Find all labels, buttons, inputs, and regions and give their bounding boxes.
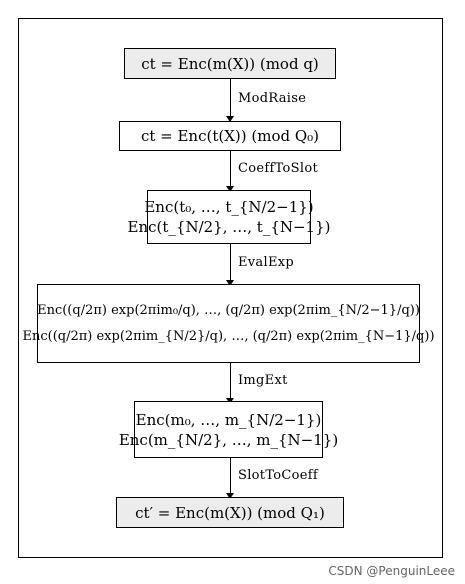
box-ciphertext-mod-q: ct = Enc(m(X)) (mod q) bbox=[124, 48, 336, 79]
box-ciphertext-mod-q-text: ct = Enc(m(X)) (mod q) bbox=[141, 54, 319, 73]
arrow-3 bbox=[230, 244, 231, 281]
box-ciphertext-mod-q1-text: ct′ = Enc(m(X)) (mod Q₁) bbox=[135, 503, 325, 522]
diagram-frame bbox=[18, 18, 443, 558]
arrowhead-2 bbox=[226, 186, 234, 192]
box-ciphertext-mod-q1: ct′ = Enc(m(X)) (mod Q₁) bbox=[116, 497, 344, 528]
step-coefftoslot: CoeffToSlot bbox=[238, 161, 318, 176]
box-enc-m-first-half: Enc(m₀, …, m_{N/2−1}) bbox=[135, 410, 322, 429]
box-enc-t-second-half: Enc(t_{N/2}, …, t_{N−1}) bbox=[127, 218, 331, 236]
step-imgext: ImgExt bbox=[238, 373, 288, 388]
box-ciphertext-mod-q0: ct = Enc(t(X)) (mod Q₀) bbox=[119, 121, 341, 151]
step-slottocoeff: SlotToCoeff bbox=[238, 468, 318, 483]
arrowhead-3 bbox=[226, 280, 234, 286]
watermark-text: CSDN @PenguinLeee bbox=[328, 564, 455, 578]
step-evalexp: EvalExp bbox=[238, 255, 294, 270]
box-ciphertext-mod-q0-text: ct = Enc(t(X)) (mod Q₀) bbox=[140, 127, 320, 145]
step-modraise: ModRaise bbox=[238, 91, 307, 106]
arrowhead-5 bbox=[226, 493, 234, 499]
box-enc-m-halves: Enc(m₀, …, m_{N/2−1}) Enc(m_{N/2}, …, m_… bbox=[119, 401, 338, 458]
box-enc-exp-first-half: Enc((q/2π) exp(2πim₀/q), …, (q/2π) exp(2… bbox=[37, 302, 420, 318]
box-enc-t-first-half: Enc(t₀, …, t_{N/2−1}) bbox=[144, 198, 314, 216]
arrowhead-1 bbox=[226, 116, 234, 122]
arrow-4 bbox=[230, 363, 231, 399]
box-enc-m-second-half: Enc(m_{N/2}, …, m_{N−1}) bbox=[118, 430, 339, 449]
arrow-1 bbox=[230, 79, 231, 117]
arrow-5 bbox=[230, 458, 231, 494]
arrow-2 bbox=[230, 151, 231, 187]
box-enc-exp-second-half: Enc((q/2π) exp(2πim_{N/2}/q), …, (q/2π) … bbox=[22, 328, 435, 344]
box-enc-exponentials: Enc((q/2π) exp(2πim₀/q), …, (q/2π) exp(2… bbox=[22, 284, 435, 363]
box-enc-t-halves: Enc(t₀, …, t_{N/2−1}) Enc(t_{N/2}, …, t_… bbox=[128, 190, 331, 244]
